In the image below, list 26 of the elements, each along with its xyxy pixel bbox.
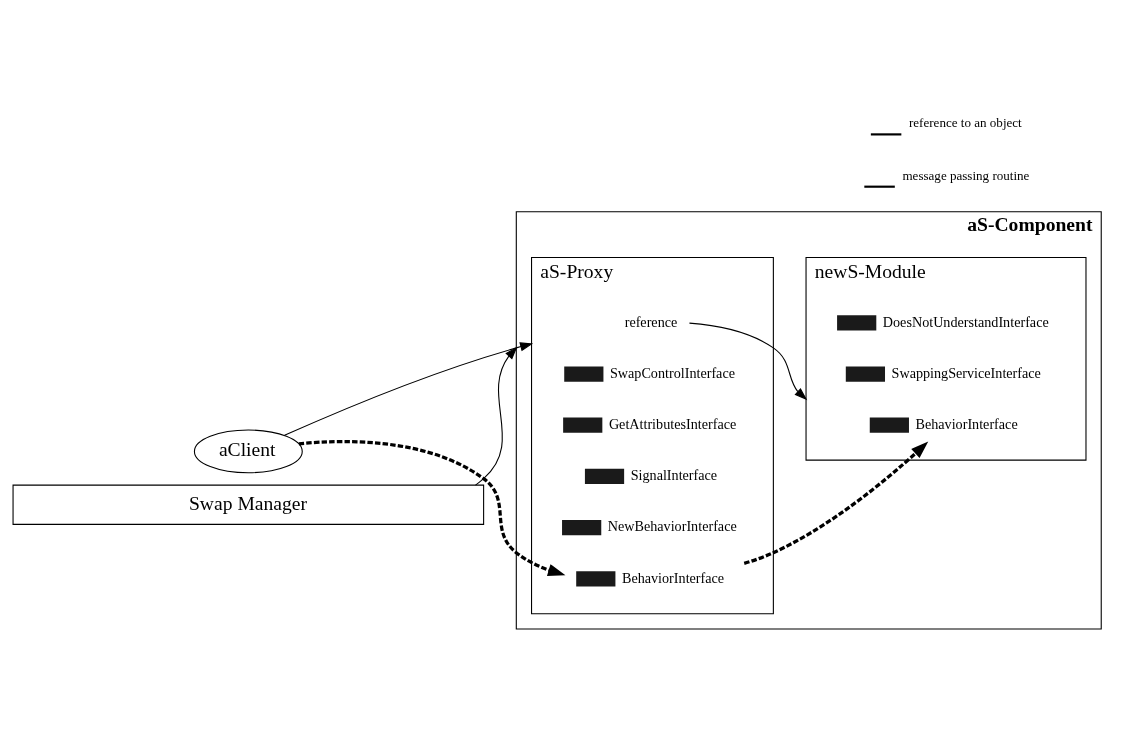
legend-label: reference to an object [908,114,1022,130]
node-label: SignalInterface [630,466,718,483]
node-box: Swap Manager [12,484,485,525]
node-label: GetAttributesInterface [608,415,737,432]
arrow [298,439,566,576]
arrow [743,441,929,565]
node-box [869,417,909,433]
node-label: DoesNotUnderstandInterface [882,313,1049,330]
node-text: reference [624,313,678,330]
arrow [474,346,518,486]
node-label: NewBehaviorInterface [607,517,737,534]
node-box [562,519,602,535]
node-label: SwapControlInterface [609,364,735,381]
node-box [564,365,604,382]
legend-label: message passing routine [902,167,1030,183]
node-label: SwappingServiceInterface [891,364,1041,381]
node-label: BehaviorInterface [621,569,725,586]
node-box [576,570,616,586]
node-label: BehaviorInterface [915,415,1018,432]
node-box [837,314,877,330]
node-box [563,417,603,433]
arrow [284,341,534,436]
arrow [688,322,808,400]
node-box [845,365,885,382]
node-box [584,468,625,484]
node-ellipse: aClient [193,429,303,473]
